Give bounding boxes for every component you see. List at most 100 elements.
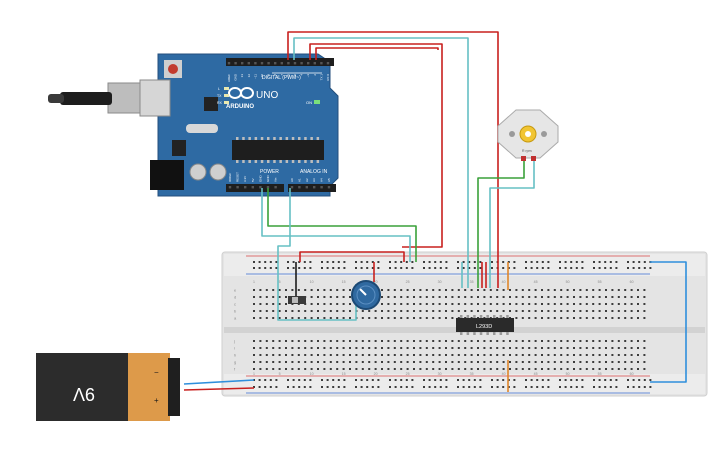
- rail-hole[interactable]: [525, 261, 527, 263]
- breadboard-hole[interactable]: [470, 347, 473, 349]
- rail-hole[interactable]: [598, 261, 601, 263]
- breadboard-hole[interactable]: [329, 354, 332, 356]
- breadboard-hole[interactable]: [253, 296, 255, 298]
- breadboard-hole[interactable]: [477, 296, 479, 298]
- breadboard-hole[interactable]: [342, 354, 345, 356]
- breadboard-hole[interactable]: [637, 368, 639, 370]
- rail-hole[interactable]: [609, 379, 612, 381]
- breadboard-hole[interactable]: [297, 347, 300, 349]
- breadboard-hole[interactable]: [470, 368, 473, 370]
- header-socket[interactable]: [266, 186, 270, 189]
- breadboard-hole[interactable]: [432, 310, 435, 312]
- breadboard-hole[interactable]: [336, 296, 339, 298]
- breadboard-hole[interactable]: [496, 303, 499, 305]
- breadboard-hole[interactable]: [355, 354, 358, 356]
- breadboard-hole[interactable]: [265, 310, 268, 312]
- breadboard-hole[interactable]: [285, 317, 287, 319]
- breadboard-hole[interactable]: [496, 340, 499, 342]
- rail-hole[interactable]: [593, 386, 595, 388]
- rail-hole[interactable]: [292, 267, 295, 269]
- rail-hole[interactable]: [502, 386, 505, 388]
- rail-hole[interactable]: [394, 267, 397, 269]
- breadboard-hole[interactable]: [272, 354, 275, 356]
- breadboard-hole[interactable]: [323, 310, 326, 312]
- breadboard-hole[interactable]: [547, 289, 550, 291]
- breadboard-hole[interactable]: [637, 347, 639, 349]
- breadboard-hole[interactable]: [413, 310, 415, 312]
- breadboard-hole[interactable]: [425, 354, 428, 356]
- breadboard-hole[interactable]: [573, 361, 575, 363]
- breadboard-hole[interactable]: [381, 340, 383, 342]
- breadboard-hole[interactable]: [534, 368, 537, 370]
- breadboard-hole[interactable]: [438, 347, 441, 349]
- breadboard-hole[interactable]: [502, 310, 505, 312]
- rail-hole[interactable]: [377, 267, 380, 269]
- breadboard-hole[interactable]: [528, 317, 531, 319]
- breadboard-hole[interactable]: [278, 317, 281, 319]
- header-socket[interactable]: [241, 62, 244, 65]
- breadboard-hole[interactable]: [413, 289, 415, 291]
- breadboard-hole[interactable]: [317, 310, 319, 312]
- rail-hole[interactable]: [355, 386, 357, 388]
- rail-hole[interactable]: [394, 386, 397, 388]
- header-socket[interactable]: [228, 186, 232, 189]
- breadboard-hole[interactable]: [336, 310, 339, 312]
- header-socket[interactable]: [280, 62, 283, 65]
- rail-hole[interactable]: [564, 261, 567, 263]
- breadboard-hole[interactable]: [400, 296, 403, 298]
- breadboard-hole[interactable]: [438, 340, 441, 342]
- breadboard-hole[interactable]: [515, 340, 518, 342]
- breadboard-hole[interactable]: [432, 361, 435, 363]
- rail-hole[interactable]: [332, 261, 335, 263]
- breadboard-hole[interactable]: [361, 368, 364, 370]
- breadboard-hole[interactable]: [534, 310, 537, 312]
- breadboard-hole[interactable]: [253, 354, 255, 356]
- breadboard-hole[interactable]: [630, 368, 633, 370]
- breadboard-hole[interactable]: [617, 347, 620, 349]
- breadboard-hole[interactable]: [457, 310, 460, 312]
- header-socket[interactable]: [254, 62, 257, 65]
- wire-cyan-motor[interactable]: [489, 160, 535, 288]
- rail-hole[interactable]: [627, 261, 629, 263]
- rail-hole[interactable]: [457, 386, 459, 388]
- breadboard-hole[interactable]: [265, 347, 268, 349]
- breadboard-hole[interactable]: [285, 296, 287, 298]
- breadboard-hole[interactable]: [560, 296, 563, 298]
- breadboard-hole[interactable]: [445, 340, 447, 342]
- breadboard-hole[interactable]: [521, 354, 524, 356]
- breadboard-hole[interactable]: [509, 310, 511, 312]
- breadboard-hole[interactable]: [502, 289, 505, 291]
- breadboard-hole[interactable]: [515, 354, 518, 356]
- rail-hole[interactable]: [326, 261, 329, 263]
- breadboard-hole[interactable]: [547, 347, 550, 349]
- breadboard-hole[interactable]: [310, 347, 313, 349]
- breadboard-hole[interactable]: [553, 354, 556, 356]
- breadboard-hole[interactable]: [278, 354, 281, 356]
- rail-hole[interactable]: [462, 379, 465, 381]
- breadboard-hole[interactable]: [406, 347, 409, 349]
- breadboard-hole[interactable]: [323, 361, 326, 363]
- breadboard-hole[interactable]: [547, 310, 550, 312]
- breadboard-hole[interactable]: [560, 310, 563, 312]
- rail-hole[interactable]: [598, 386, 601, 388]
- breadboard-hole[interactable]: [317, 347, 319, 349]
- rail-hole[interactable]: [632, 261, 635, 263]
- rail-hole[interactable]: [581, 267, 584, 269]
- breadboard-hole[interactable]: [573, 296, 575, 298]
- breadboard-hole[interactable]: [617, 368, 620, 370]
- breadboard-hole[interactable]: [342, 317, 345, 319]
- breadboard-hole[interactable]: [342, 310, 345, 312]
- rail-hole[interactable]: [541, 379, 544, 381]
- breadboard-hole[interactable]: [470, 289, 473, 291]
- breadboard-hole[interactable]: [272, 310, 275, 312]
- breadboard-hole[interactable]: [336, 361, 339, 363]
- rail-hole[interactable]: [598, 379, 601, 381]
- breadboard-hole[interactable]: [361, 317, 364, 319]
- breadboard-hole[interactable]: [387, 317, 390, 319]
- breadboard-hole[interactable]: [598, 354, 601, 356]
- breadboard-hole[interactable]: [502, 303, 505, 305]
- rail-hole[interactable]: [479, 261, 482, 263]
- breadboard-hole[interactable]: [624, 368, 627, 370]
- breadboard-hole[interactable]: [573, 340, 575, 342]
- breadboard-hole[interactable]: [585, 361, 588, 363]
